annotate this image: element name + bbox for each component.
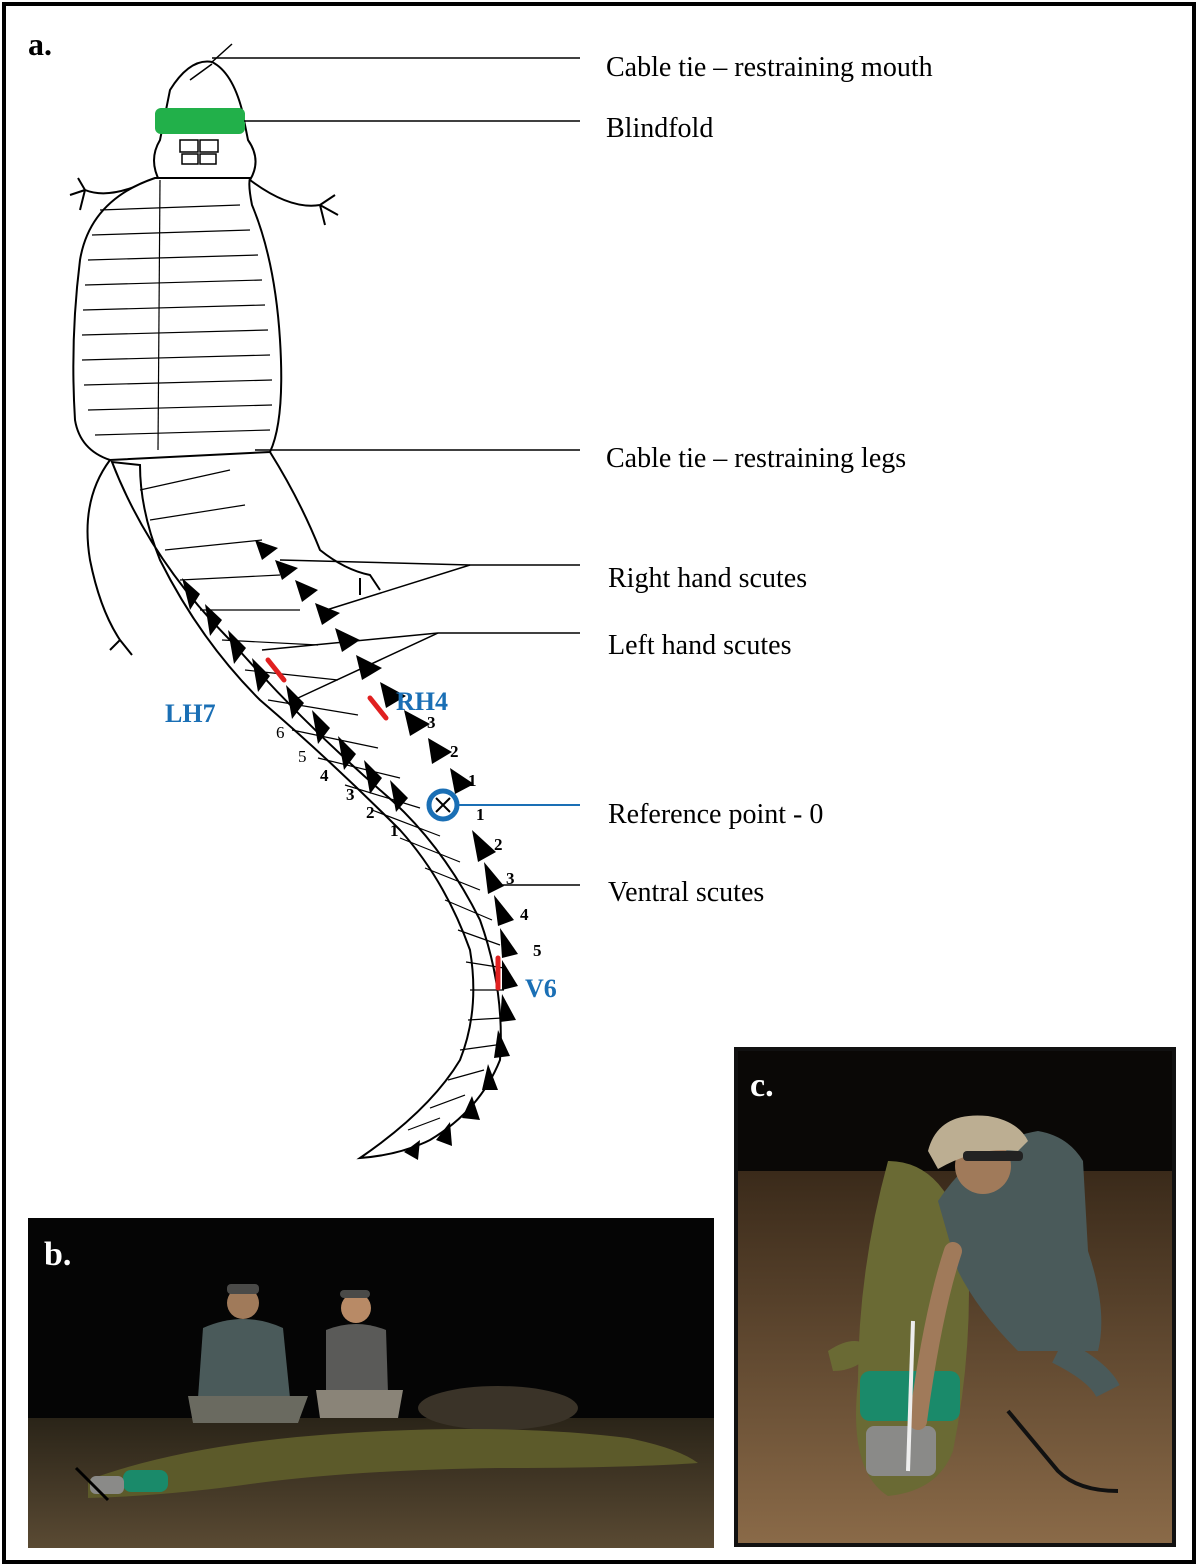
callout-blindfold: Blindfold	[606, 113, 713, 145]
leader-lines	[212, 44, 580, 885]
lh7-mark	[268, 660, 284, 680]
right-count-2: 2	[450, 742, 459, 761]
right-count-1: 1	[468, 771, 477, 790]
ventral-count-2: 2	[494, 835, 503, 854]
ventral-count-3: 3	[506, 869, 515, 888]
cut-marks	[268, 660, 498, 988]
ventral-count-5: 5	[533, 941, 542, 960]
callout-legs-tie: Cable tie – restraining legs	[606, 443, 906, 475]
ventral-count-4: 4	[520, 905, 529, 924]
callout-mouth-tie: Cable tie – restraining mouth	[606, 52, 933, 84]
reference-cross	[436, 798, 450, 812]
callout-ventral: Ventral scutes	[608, 877, 764, 909]
marker-lh7: LH7	[165, 699, 216, 728]
panel-label-a: a.	[28, 26, 52, 63]
photo-b-scene	[28, 1218, 714, 1548]
left-count-2: 2	[366, 803, 375, 822]
marker-rh4: RH4	[396, 687, 448, 716]
photo-c: c.	[734, 1047, 1176, 1547]
rh4-mark	[370, 698, 386, 718]
callout-right-scutes: Right hand scutes	[608, 563, 807, 595]
left-count-1: 1	[390, 821, 399, 840]
marker-v6: V6	[525, 974, 557, 1003]
left-count-4: 4	[320, 766, 329, 785]
photo-b: b.	[28, 1218, 714, 1548]
left-count-3: 3	[346, 785, 355, 804]
panel-label-b: b.	[44, 1236, 71, 1274]
ventral-count-1: 1	[476, 805, 485, 824]
panel-label-c: c.	[750, 1067, 774, 1105]
callout-left-scutes: Left hand scutes	[608, 630, 792, 662]
blindfold-band	[155, 108, 245, 134]
left-count-5: 5	[298, 747, 307, 766]
left-count-6: 6	[276, 723, 285, 742]
photo-c-scene	[738, 1051, 1172, 1543]
callout-reference: Reference point - 0	[608, 799, 823, 831]
